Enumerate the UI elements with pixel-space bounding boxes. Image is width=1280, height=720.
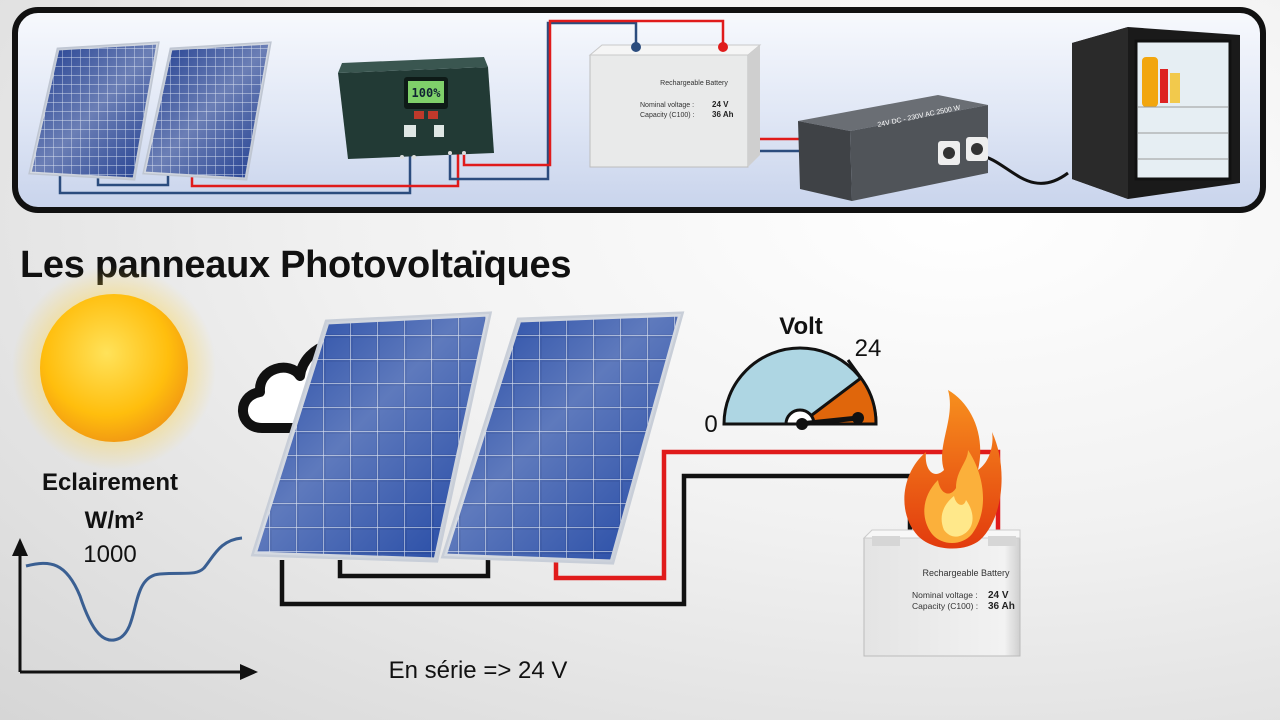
solar-panel-2 [440, 311, 685, 565]
series-caption: En série => 24 V [389, 657, 568, 684]
wire-controller-battery-positive [462, 19, 725, 167]
gauge-min-label: 0 [704, 411, 717, 438]
irradiance-curve [25, 536, 243, 642]
gauge-needle [799, 415, 859, 427]
battery-top-capacity-label: Capacity (C100) : [640, 112, 695, 119]
irradiance-value: 1000 [83, 541, 136, 568]
gauge-title: Volt [779, 313, 823, 340]
battery-top-capacity-value: 36 Ah [712, 110, 734, 119]
installation-overview-banner: 100% Rechargeable Battery Nominal voltag… [12, 7, 1266, 213]
battery-top-nominal-value: 24 V [712, 100, 729, 109]
installation-diagram: 100% Rechargeable Battery Nominal voltag… [28, 19, 1240, 201]
gauge-max-label: 24 [855, 335, 882, 362]
charge-controller: 100% [338, 57, 494, 159]
controller-lcd [408, 81, 444, 103]
sun-icon [12, 266, 216, 470]
battery-main-capacity-label: Capacity (C100) : [912, 601, 978, 611]
battery-main-nominal-value: 24 V [988, 590, 1009, 601]
battery-main-brand: Rechargeable Battery [922, 568, 1010, 578]
battery-top: Rechargeable Battery Nominal voltage : 2… [588, 42, 762, 168]
battery-main-capacity-value: 36 Ah [988, 601, 1015, 612]
fire-icon [904, 390, 1002, 549]
solar-panel-1 [250, 311, 493, 563]
battery-top-brand: Rechargeable Battery [660, 80, 728, 87]
wire-controller-battery-negative [448, 21, 638, 181]
controller-display-text: 100% [412, 86, 442, 100]
inverter: 24V DC - 230V AC 2500 W [798, 95, 988, 201]
solar-panel-small-2 [142, 41, 272, 181]
battery-main: Rechargeable Battery Nominal voltage : 2… [862, 529, 1021, 657]
solar-panel-small-1 [28, 41, 160, 181]
battery-main-nominal-label: Nominal voltage : [912, 590, 978, 600]
irradiance-label-line1: Eclairement [42, 469, 178, 496]
battery-top-nominal-label: Nominal voltage : [640, 102, 694, 109]
irradiance-graph [12, 536, 258, 680]
mini-fridge [1072, 27, 1240, 199]
voltmeter-gauge [722, 346, 878, 430]
series-link-wire [337, 560, 491, 579]
irradiance-label-line2: W/m² [85, 507, 144, 534]
